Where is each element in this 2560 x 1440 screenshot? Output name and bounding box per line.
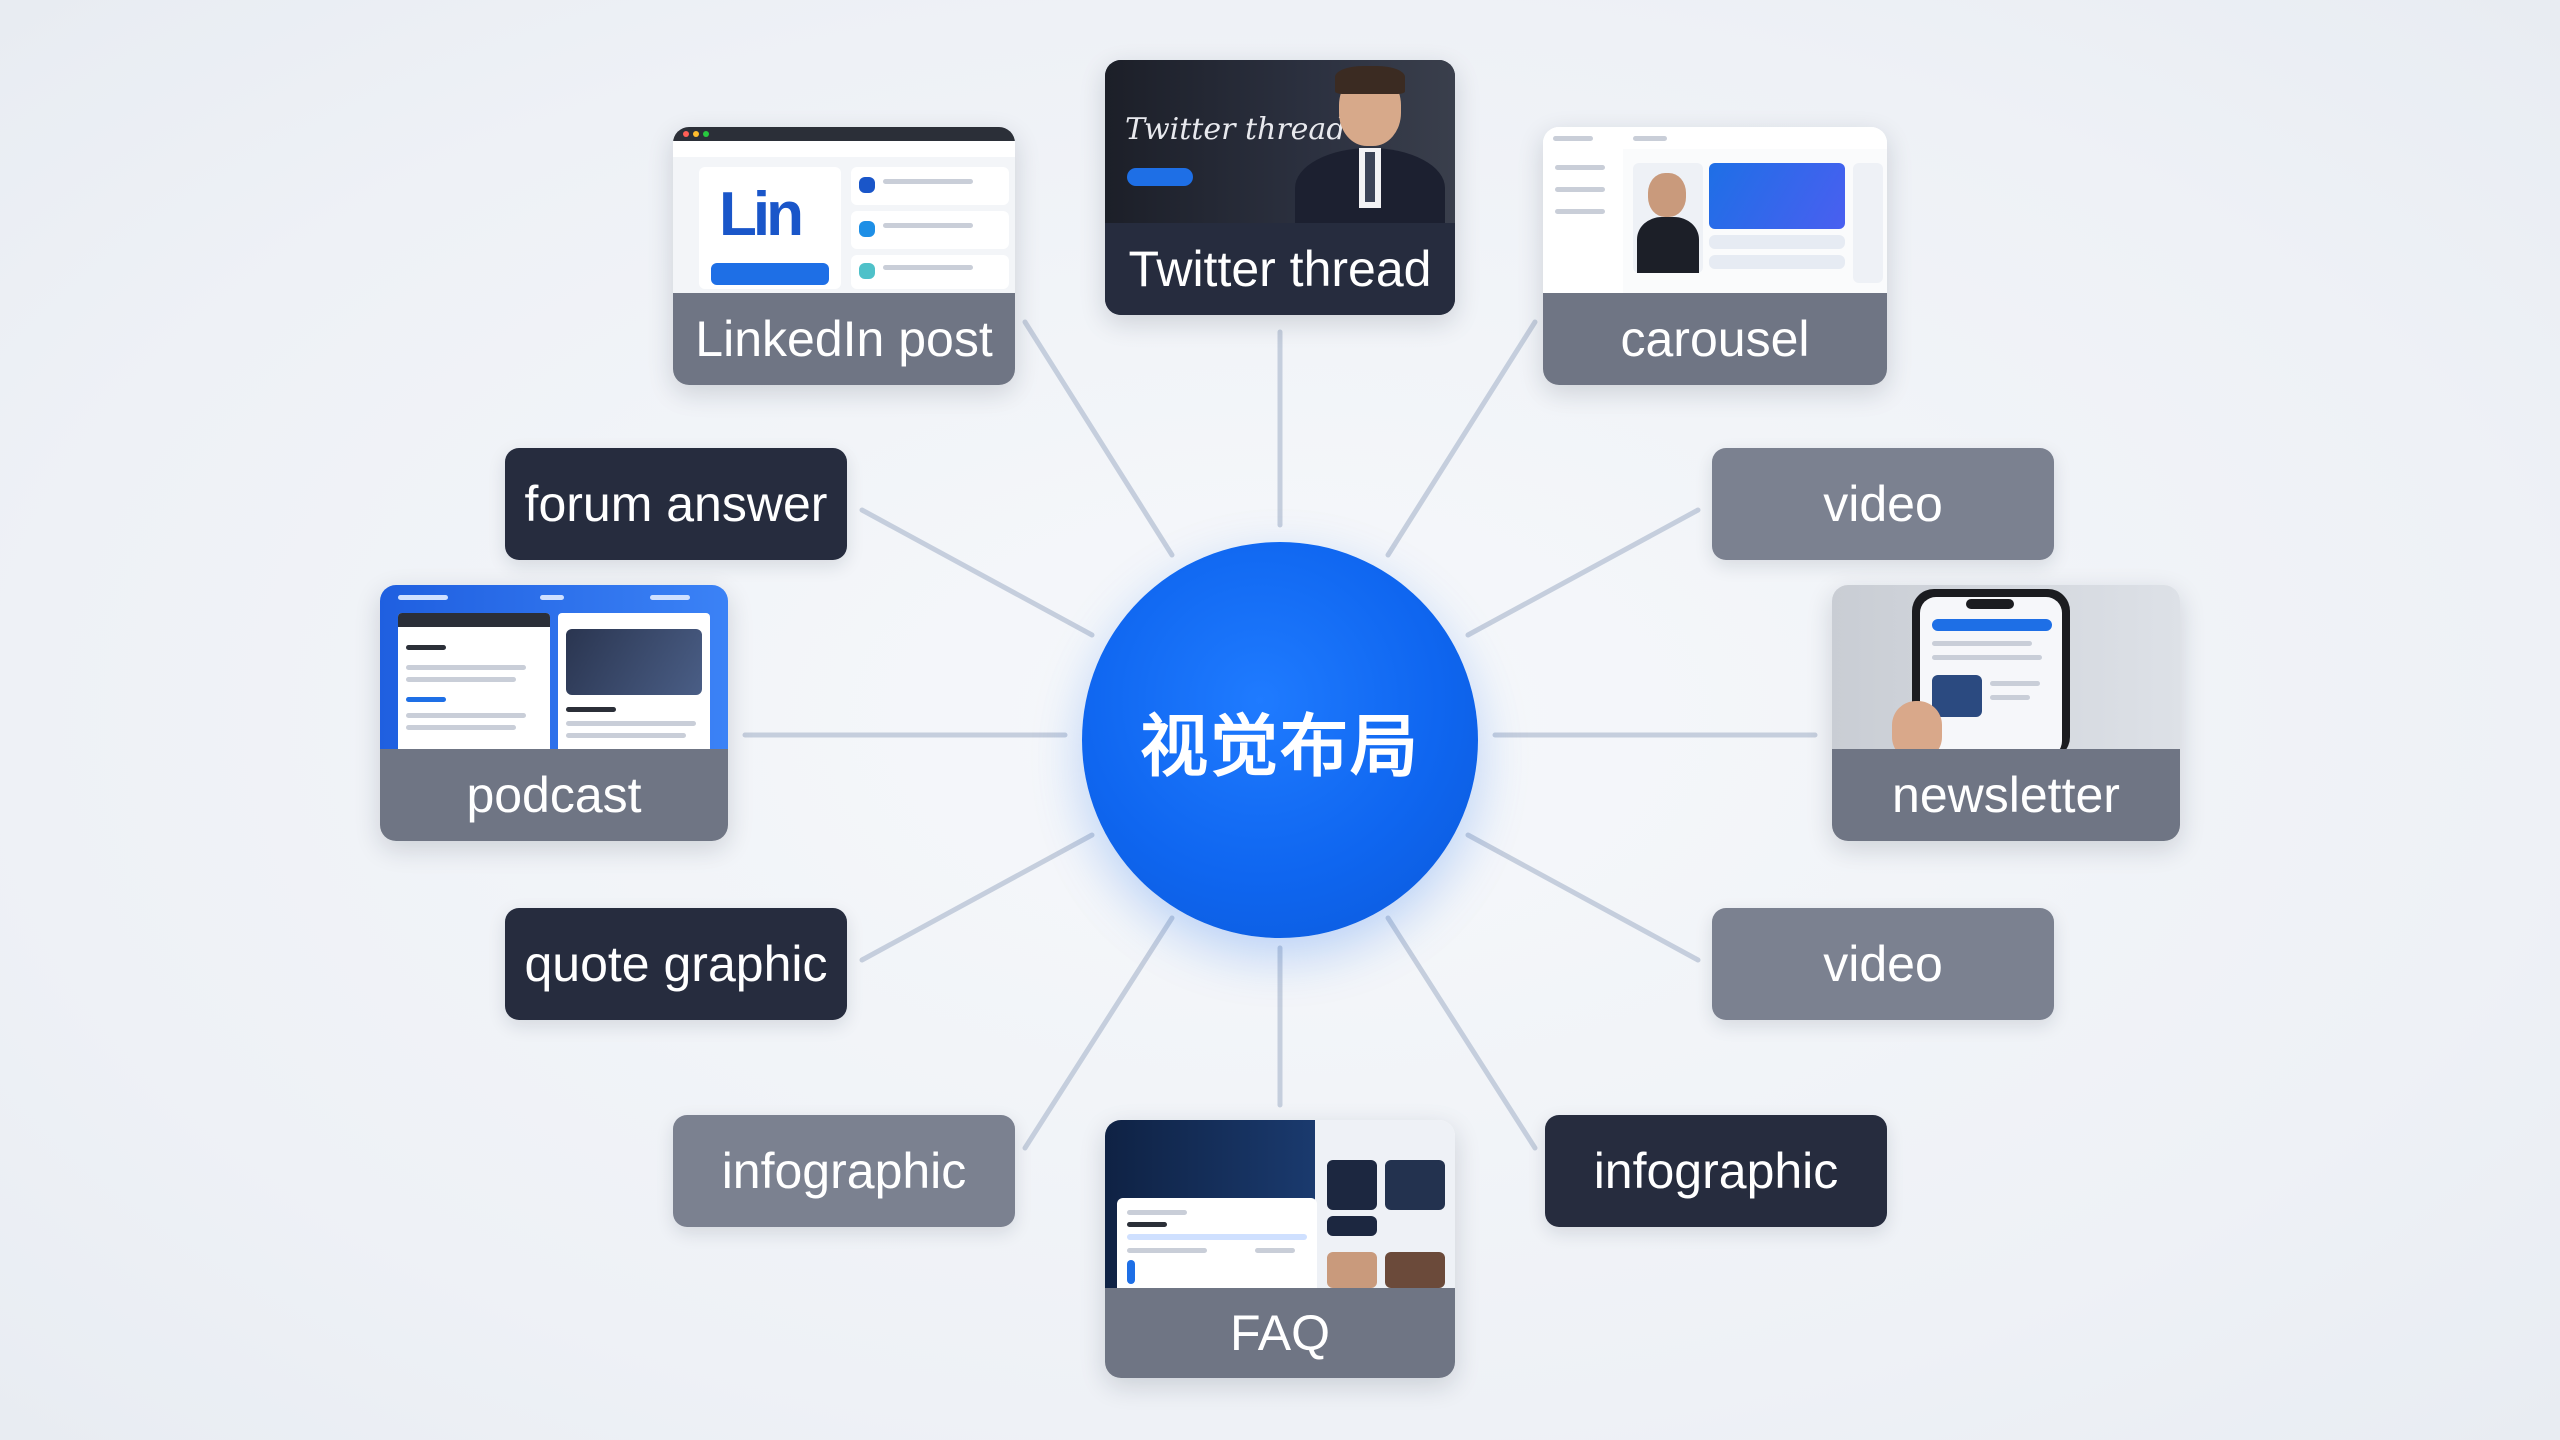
connector-carousel	[1385, 319, 1538, 558]
person-portrait	[1295, 66, 1445, 224]
newsletter-label: newsletter	[1832, 749, 2180, 841]
connector-quote	[859, 832, 1095, 963]
video-node-top[interactable]: video	[1712, 448, 2054, 560]
twitter-thread-card[interactable]: Twitter thread Twitter thread	[1105, 60, 1455, 315]
infographic-node-right[interactable]: infographic	[1545, 1115, 1887, 1227]
connector-video-top	[1465, 507, 1701, 638]
podcast-card[interactable]: podcast	[380, 585, 728, 841]
forum-answer-node[interactable]: forum answer	[505, 448, 847, 560]
video-node-bottom[interactable]: video	[1712, 908, 2054, 1020]
faq-label: FAQ	[1105, 1288, 1455, 1378]
linkedin-logo: Lin	[719, 180, 804, 249]
center-hub-label: 视觉布局	[1139, 707, 1420, 787]
podcast-thumbnail	[380, 585, 728, 749]
faq-thumbnail	[1105, 1120, 1455, 1288]
quote-graphic-node[interactable]: quote graphic	[505, 908, 847, 1020]
connector-forum	[859, 507, 1095, 638]
twitter-thumbnail: Twitter thread	[1105, 60, 1455, 224]
carousel-thumbnail	[1543, 127, 1887, 293]
carousel-label: carousel	[1543, 293, 1887, 385]
newsletter-card[interactable]: newsletter	[1832, 585, 2180, 841]
newsletter-thumbnail	[1832, 585, 2180, 749]
carousel-card[interactable]: carousel	[1543, 127, 1887, 385]
twitter-thread-label: Twitter thread	[1105, 223, 1455, 315]
infographic-node-left[interactable]: infographic	[673, 1115, 1015, 1227]
faq-card[interactable]: FAQ	[1105, 1120, 1455, 1378]
linkedin-thumbnail: Lin	[673, 127, 1015, 293]
connector-linkedin	[1022, 319, 1175, 558]
linkedin-post-label: LinkedIn post	[673, 293, 1015, 385]
connector-infographic-left	[1022, 915, 1175, 1151]
twitter-thumb-title: Twitter thread	[1125, 112, 1346, 147]
connector-video-bottom	[1465, 832, 1701, 963]
center-hub: 视觉布局	[1082, 542, 1478, 938]
podcast-label: podcast	[380, 749, 728, 841]
linkedin-post-card[interactable]: Lin LinkedIn post	[673, 127, 1015, 385]
connector-infographic-right	[1385, 915, 1538, 1151]
